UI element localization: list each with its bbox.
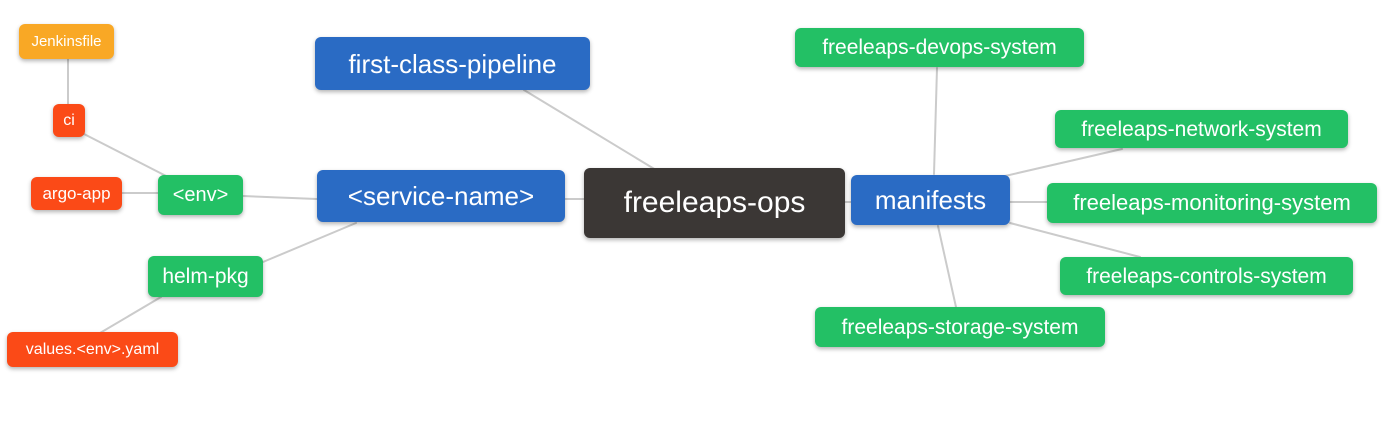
edge-manifests-network-system (1004, 148, 1123, 177)
node-helm-pkg[interactable]: helm-pkg (148, 256, 263, 297)
edge-env-service-name (242, 195, 318, 200)
node-freeleaps-ops[interactable]: freeleaps-ops (584, 168, 845, 238)
node-jenkinsfile[interactable]: Jenkinsfile (19, 24, 114, 59)
edge-ci-env (83, 133, 171, 179)
node-freeleaps-devops-system[interactable]: freeleaps-devops-system (795, 28, 1084, 67)
node-service-name[interactable]: <service-name> (317, 170, 565, 222)
node-freeleaps-network-system[interactable]: freeleaps-network-system (1055, 110, 1348, 148)
edge-manifests-storage-system (937, 225, 957, 308)
node-argo-app[interactable]: argo-app (31, 177, 122, 210)
edge-manifests-devops-system (933, 67, 938, 175)
node-freeleaps-monitoring-system[interactable]: freeleaps-monitoring-system (1047, 183, 1377, 223)
node-values-env-yaml[interactable]: values.<env>.yaml (7, 332, 178, 367)
edge-pipeline-freeleaps-ops (523, 89, 657, 171)
node-first-class-pipeline[interactable]: first-class-pipeline (315, 37, 590, 90)
node-ci[interactable]: ci (53, 104, 85, 137)
node-freeleaps-storage-system[interactable]: freeleaps-storage-system (815, 307, 1105, 347)
edge-helm-pkg-service-name (262, 222, 357, 263)
edge-values-helm-pkg (99, 296, 162, 334)
node-manifests[interactable]: manifests (851, 175, 1010, 225)
node-freeleaps-controls-system[interactable]: freeleaps-controls-system (1060, 257, 1353, 295)
node-env[interactable]: <env> (158, 175, 243, 215)
edge-manifests-controls-system (1009, 222, 1141, 258)
